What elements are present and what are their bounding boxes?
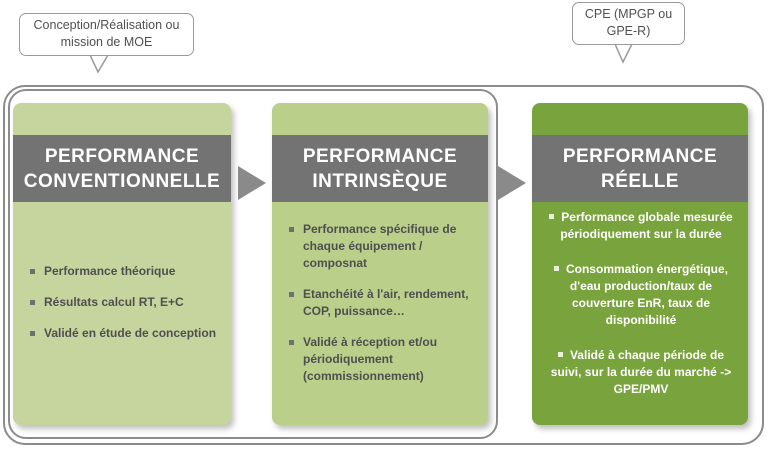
callout-cpe: CPE (MPGP ou GPE-R): [572, 2, 685, 45]
banner-title-line2: CONVENTIONNELLE: [23, 170, 221, 192]
banner-title-line1: PERFORMANCE: [562, 145, 718, 167]
list-reelle: Performance globale mesurée périodiqueme…: [544, 209, 738, 416]
bullet-icon: [549, 214, 555, 219]
list-item: Validé à réception et/ou périodiquement …: [287, 334, 483, 385]
list-item: Performance spécifique de chaque équipem…: [287, 221, 483, 272]
outer-frame: [3, 85, 764, 445]
banner-title-line2: INTRINSÈQUE: [312, 170, 448, 192]
panel-performance-reelle: PERFORMANCE RÉELLE Performance globale m…: [532, 103, 748, 425]
banner-title-line2: RÉELLE: [601, 170, 679, 192]
bullet-icon: [557, 352, 563, 357]
list-item: Résultats calcul RT, E+C: [28, 294, 223, 311]
callout-right-pointer: [614, 43, 633, 64]
list-item-text: Consommation énergétique, d'eau producti…: [565, 262, 729, 327]
panel-performance-conventionnelle: PERFORMANCE CONVENTIONNELLE Performance …: [13, 103, 231, 425]
banner-intrinseque: PERFORMANCE INTRINSÈQUE: [272, 135, 488, 202]
list-item-text: Validé à chaque période de suivi, sur la…: [550, 348, 732, 396]
callout-left-pointer: [89, 54, 109, 74]
arrow-right-icon: [498, 166, 526, 200]
list-item: Consommation énergétique, d'eau producti…: [544, 261, 738, 329]
list-conventionnelle: Performance théorique Résultats calcul R…: [28, 263, 223, 356]
arrow-right-icon: [238, 166, 266, 200]
banner-title-line1: PERFORMANCE: [302, 145, 458, 167]
banner-conventionnelle: PERFORMANCE CONVENTIONNELLE: [13, 135, 231, 202]
banner-title-line1: PERFORMANCE: [44, 145, 200, 167]
list-item: Etanchéité à l'air, rendement, COP, puis…: [287, 286, 483, 320]
list-intrinseque: Performance spécifique de chaque équipem…: [287, 221, 483, 399]
bullet-icon: [553, 266, 559, 271]
panel-performance-intrinseque: PERFORMANCE INTRINSÈQUE Performance spéc…: [272, 103, 488, 425]
callout-conception-moe: Conception/Réalisation ou mission de MOE: [19, 13, 194, 56]
list-item: Performance globale mesurée périodiqueme…: [544, 209, 738, 243]
inner-frame: [8, 89, 498, 439]
list-item-text: Performance globale mesurée périodiqueme…: [560, 210, 733, 241]
list-item: Validé en étude de conception: [28, 325, 223, 342]
list-item: Validé à chaque période de suivi, sur la…: [544, 347, 738, 398]
banner-reelle: PERFORMANCE RÉELLE: [532, 135, 748, 202]
list-item: Performance théorique: [28, 263, 223, 280]
